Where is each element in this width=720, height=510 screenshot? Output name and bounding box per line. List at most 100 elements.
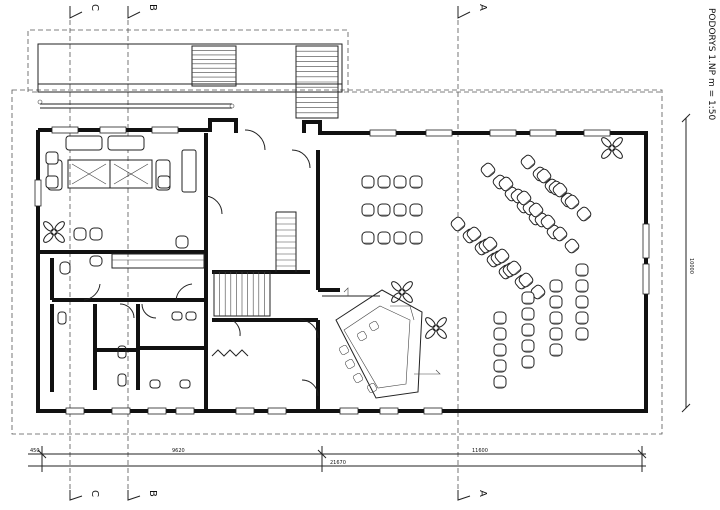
section-c-top-label: C: [89, 4, 100, 11]
plant-pot: [398, 288, 406, 296]
window: [175, 407, 195, 415]
chair: [540, 214, 556, 230]
chair-seat: [575, 327, 589, 341]
window: [642, 223, 650, 259]
sheet-scale: m = 1:50: [706, 78, 716, 121]
bar-stool: [366, 382, 378, 394]
dim-total: 21670: [330, 460, 346, 466]
section-a-bottom-label: A: [477, 490, 488, 497]
windows: [34, 126, 650, 415]
chair: [549, 343, 563, 357]
dim-left-offset: 450: [30, 448, 40, 454]
section-b-top-label: B: [147, 4, 158, 11]
plant-icon-hall-mid: [391, 281, 413, 303]
chair-back: [571, 202, 580, 210]
chair: [549, 311, 563, 325]
sheet-title: PODORYS 1.NP: [706, 8, 716, 76]
plant-pot: [608, 144, 616, 152]
chair-back: [501, 256, 510, 264]
chair: [528, 202, 544, 218]
chair: [493, 311, 507, 325]
chair-back: [505, 184, 514, 192]
chair: [518, 272, 534, 288]
chair-seat: [377, 231, 391, 245]
chair: [361, 203, 375, 217]
chair: [494, 248, 510, 264]
chair-seat: [575, 263, 589, 277]
window: [339, 407, 359, 415]
chair-seat: [576, 206, 592, 222]
window: [151, 126, 179, 134]
chair: [552, 226, 568, 242]
chair: [516, 190, 532, 206]
chair-seat: [409, 231, 423, 245]
plant-leaf: [54, 221, 65, 232]
window: [99, 126, 127, 134]
chair-seat: [361, 175, 375, 189]
chair-seat: [549, 327, 563, 341]
chair: [552, 182, 568, 198]
chair: [575, 327, 589, 341]
chair: [521, 307, 535, 321]
building-walls: [36, 118, 648, 413]
dimension-chain: 450 9620 11600 21670 10000: [28, 113, 694, 472]
plant-icon-lounge: [43, 221, 65, 243]
bar-stools: [338, 320, 380, 394]
chair-back: [535, 210, 544, 218]
chair: [393, 175, 407, 189]
window: [423, 407, 443, 415]
chair-seat: [409, 175, 423, 189]
chair-back: [525, 280, 534, 288]
chair-back: [487, 170, 496, 178]
chair: [521, 339, 535, 353]
chair-back: [559, 190, 568, 198]
chair-back: [543, 176, 552, 184]
chair: [575, 311, 589, 325]
chair-seat: [549, 343, 563, 357]
chair: [482, 236, 498, 252]
chair: [576, 206, 592, 222]
plant-icon-hall-ne: [601, 137, 623, 159]
chair-back: [559, 234, 568, 242]
chair: [520, 154, 536, 170]
chair-seat: [520, 154, 536, 170]
chair-back: [523, 198, 532, 206]
chair: [493, 343, 507, 357]
plant-leaf: [391, 281, 402, 292]
chair-back: [457, 224, 466, 232]
chair-seat: [521, 355, 535, 369]
chair: [393, 203, 407, 217]
chair: [575, 279, 589, 293]
chair-seat: [521, 339, 535, 353]
chair: [361, 231, 375, 245]
chair-back: [527, 162, 536, 170]
plant-leaf: [54, 232, 65, 243]
chair-seat: [393, 175, 407, 189]
hall-seating: [361, 154, 592, 389]
chair-seat: [575, 311, 589, 325]
bar-counter: [322, 287, 441, 399]
section-b-bottom-label: B: [147, 490, 158, 497]
window: [583, 129, 611, 137]
chair: [409, 231, 423, 245]
window: [369, 129, 397, 137]
chair: [549, 295, 563, 309]
chair-back: [513, 268, 522, 276]
window: [235, 407, 255, 415]
window: [65, 407, 85, 415]
chair-seat: [493, 311, 507, 325]
chair-seat: [361, 231, 375, 245]
chair: [361, 175, 375, 189]
window: [51, 126, 79, 134]
window: [529, 129, 557, 137]
sheet-title-block: PODORYS 1.NP m = 1:50: [706, 8, 716, 121]
chair-seat: [493, 327, 507, 341]
chair: [493, 375, 507, 389]
chair-seat: [521, 291, 535, 305]
chair-seat: [393, 203, 407, 217]
chair-seat: [361, 203, 375, 217]
chair: [549, 327, 563, 341]
entrance-stair-left: [191, 45, 237, 87]
chair-seat: [493, 375, 507, 389]
